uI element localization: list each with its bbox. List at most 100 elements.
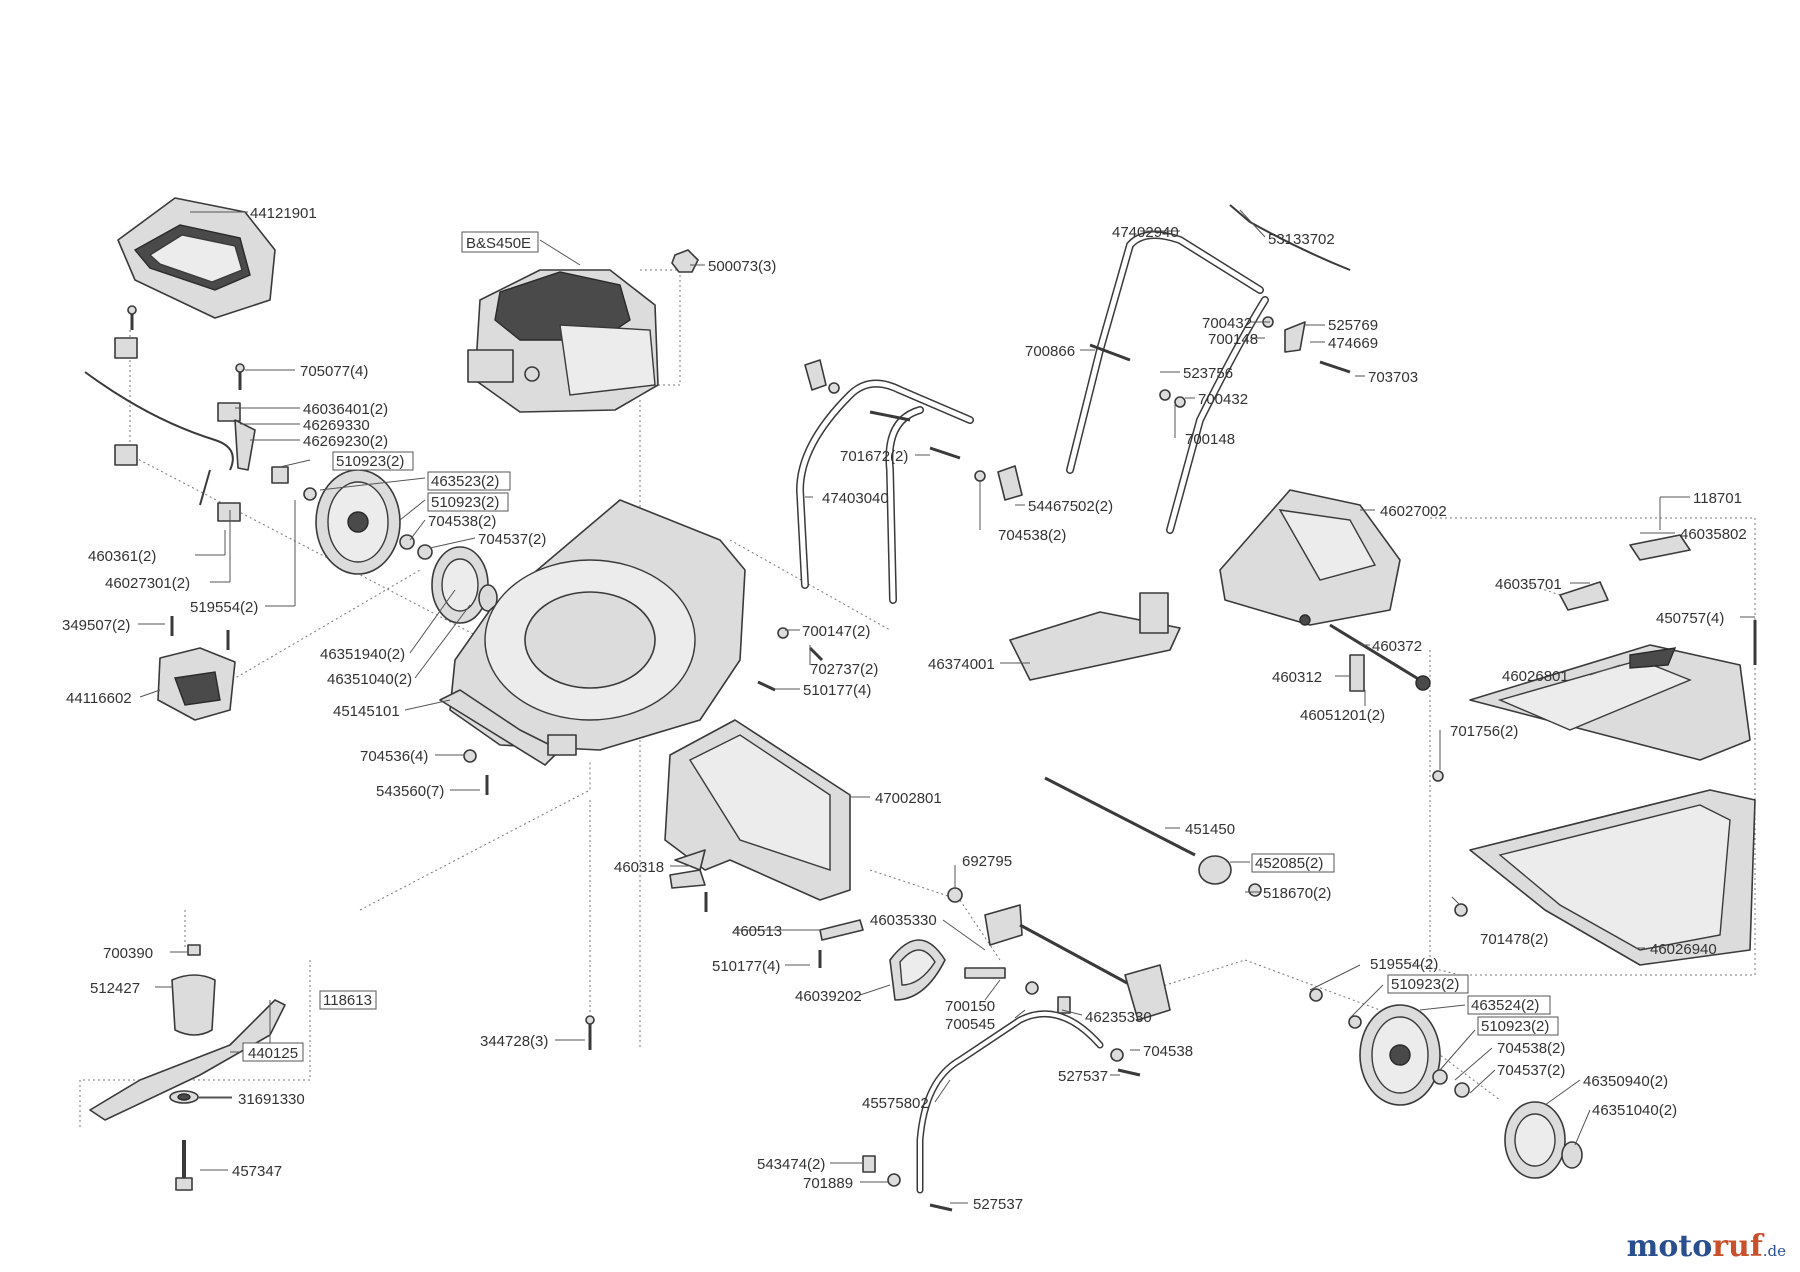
part-label-boxed: 510923(2) [336, 453, 404, 470]
part-label: 700432 [1198, 391, 1248, 408]
part-label: 701889 [803, 1175, 853, 1192]
part-label: 518670(2) [1263, 885, 1331, 902]
lower-handle-part [795, 359, 1023, 604]
part-label-boxed: 463524(2) [1471, 997, 1539, 1014]
part-label: 700147(2) [802, 623, 870, 640]
part-label: 46027301(2) [105, 575, 190, 592]
part-label: 700390 [103, 945, 153, 962]
part-label: 46051201(2) [1300, 707, 1385, 724]
part-label: 46374001 [928, 656, 995, 673]
part-label-boxed: 118613 [323, 992, 372, 1009]
part-label: 704538 [1143, 1043, 1193, 1060]
part-label: 46035802 [1680, 526, 1747, 543]
part-label-boxed: 510923(2) [1481, 1018, 1549, 1035]
part-label: 349507(2) [62, 617, 130, 634]
part-label: 700866 [1025, 343, 1075, 360]
part-label: 700432 [1202, 315, 1252, 332]
screws-part [127, 305, 245, 650]
part-label: 527537 [973, 1196, 1023, 1213]
leader-lines [138, 209, 1755, 1204]
bracket-part [669, 869, 706, 889]
part-label: 53133702 [1268, 231, 1335, 248]
adjuster-rod-part [862, 1010, 1141, 1212]
engine-part [467, 269, 659, 413]
part-label: 46351040(2) [327, 671, 412, 688]
part-label: 46026940 [1650, 941, 1717, 958]
part-label: 704537(2) [478, 531, 546, 548]
part-label: 704538(2) [428, 513, 496, 530]
part-label: 54467502(2) [1028, 498, 1113, 515]
watermark-part2: ruf [1712, 1229, 1763, 1264]
part-label: 46351040(2) [1592, 1102, 1677, 1119]
part-label: 512427 [90, 980, 140, 997]
part-label: 702737(2) [810, 661, 878, 678]
part-label: 46235330 [1085, 1009, 1152, 1026]
part-label: 45575802 [862, 1095, 929, 1112]
part-label: 510177(4) [803, 682, 871, 699]
part-label: 46026801 [1502, 668, 1569, 685]
part-label: 543560(7) [376, 783, 444, 800]
part-label: 704536(4) [360, 748, 428, 765]
part-label: 474669 [1328, 335, 1378, 352]
grass-box-lid-part [1219, 489, 1401, 626]
part-label: 344728(3) [480, 1033, 548, 1050]
parts [84, 197, 1757, 1212]
part-label: 45145101 [333, 703, 400, 720]
part-label: 460312 [1272, 669, 1322, 686]
mower-deck-part [439, 499, 746, 766]
part-label: 700148 [1208, 331, 1258, 348]
part-label: 510177(4) [712, 958, 780, 975]
part-label: 701478(2) [1480, 931, 1548, 948]
part-label-boxed: 440125 [248, 1045, 298, 1062]
watermark-part1: moto [1626, 1229, 1713, 1264]
part-label: 460318 [614, 859, 664, 876]
part-label: 46269330 [303, 417, 370, 434]
part-label: 460372 [1372, 638, 1422, 655]
part-label-boxed: 452085(2) [1255, 855, 1323, 872]
part-label: 525769 [1328, 317, 1378, 334]
deck-nut-part [463, 749, 477, 763]
part-label: 705077(4) [300, 363, 368, 380]
part-label: 519554(2) [190, 599, 258, 616]
part-label: 46035330 [870, 912, 937, 929]
part-label: 703703 [1368, 369, 1418, 386]
part-label: 704538(2) [1497, 1040, 1565, 1057]
part-label: 46351940(2) [320, 646, 405, 663]
part-label: 47002801 [875, 790, 942, 807]
part-label: 700150 [945, 998, 995, 1015]
part-label: 47402940 [1112, 224, 1179, 241]
part-label: 46039202 [795, 988, 862, 1005]
nut-part [671, 249, 699, 273]
height-adjuster-part [889, 887, 1171, 1021]
grass-box-part [1432, 534, 1757, 966]
part-label-boxed: 463523(2) [431, 473, 499, 490]
part-label: 46036401(2) [303, 401, 388, 418]
part-label: 46035701 [1495, 576, 1562, 593]
part-label: 47403040 [822, 490, 889, 507]
throttle-cable-part [84, 337, 317, 522]
part-label: 31691330 [238, 1091, 305, 1108]
part-label-boxed: B&S450E [466, 235, 531, 252]
part-label: 701672(2) [840, 448, 908, 465]
part-label: 46027002 [1380, 503, 1447, 520]
part-label: 704538(2) [998, 527, 1066, 544]
part-label: 519554(2) [1370, 956, 1438, 973]
part-label: 118701 [1693, 490, 1742, 507]
axle-part [1044, 776, 1262, 897]
part-label: 457347 [232, 1163, 282, 1180]
left-rear-wheel-part [315, 469, 498, 624]
part-label: 450757(4) [1656, 610, 1724, 627]
part-label: 701756(2) [1450, 723, 1518, 740]
blade-assembly-part [89, 944, 595, 1191]
watermark-part3: .de [1762, 1242, 1786, 1260]
part-label: 700148 [1185, 431, 1235, 448]
discharge-chute-part [1009, 592, 1181, 681]
part-label: 44116602 [66, 690, 132, 707]
part-label: 704537(2) [1497, 1062, 1565, 1079]
part-label: 700545 [945, 1016, 995, 1033]
part-label-boxed: 510923(2) [1391, 976, 1459, 993]
part-label: 46269230(2) [303, 433, 388, 450]
part-label: 460361(2) [88, 548, 156, 565]
rear-cover-part [664, 719, 851, 901]
